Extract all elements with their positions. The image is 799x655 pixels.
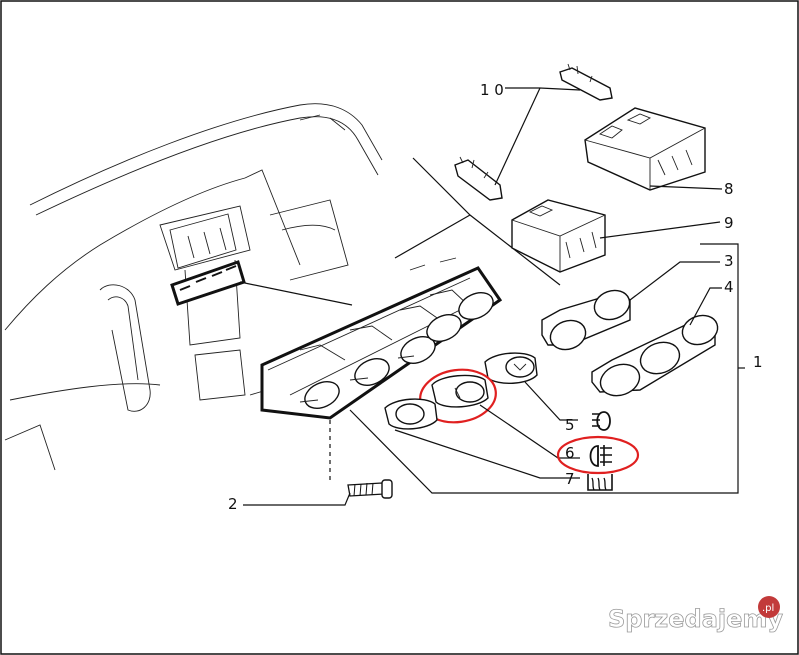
- button-part-7: [384, 398, 438, 430]
- callout-5: 5: [565, 416, 575, 434]
- button-part-5: [484, 352, 538, 384]
- callout-4: 4: [724, 278, 734, 296]
- highlight-symbol-6: [556, 435, 640, 475]
- rear-window-defroster-icon: [587, 474, 613, 491]
- callout-7-leader: [394, 429, 580, 479]
- terminal-part-10-lower: [454, 156, 503, 201]
- bracket-line-right: [700, 243, 739, 368]
- callout-10: 1 0: [480, 81, 504, 99]
- callout-2-leader: [243, 492, 351, 506]
- watermark-badge: [758, 596, 780, 618]
- bracket-line-bottom: [349, 368, 739, 494]
- watermark-text: Sprzedajemy: [608, 605, 783, 633]
- callout-8: 8: [724, 180, 734, 198]
- switch-bar-part-3: [541, 289, 631, 351]
- screw-part-2: [347, 479, 393, 499]
- callout-5-leader: [524, 381, 578, 421]
- rear-fog-lamp-icon: [589, 445, 612, 467]
- callout-10-leader-bottom: [494, 87, 541, 186]
- terminal-part-10-upper: [559, 63, 613, 101]
- callout-8-leader: [649, 185, 723, 190]
- callout-2: 2: [228, 495, 238, 513]
- callout-3-leader: [629, 261, 720, 301]
- callout-1: 1: [753, 353, 763, 371]
- button-part-6: [431, 374, 489, 408]
- callout-9: 9: [724, 214, 734, 232]
- watermark: Sprzedajemy .pl: [608, 596, 784, 633]
- main-switch-panel: [260, 257, 503, 420]
- front-fog-lamp-icon: [592, 411, 611, 431]
- connector-part-8: [584, 107, 706, 191]
- dashboard-outline: [4, 103, 383, 471]
- callout-4-leader: [689, 287, 722, 326]
- switch-panel-in-dashboard: [169, 213, 246, 306]
- switch-bar-part-4: [591, 314, 719, 397]
- callout-7: 7: [565, 470, 575, 488]
- callout-9-leader: [599, 221, 721, 239]
- panel-leader-line: [239, 281, 353, 306]
- callout-6: 6: [565, 444, 575, 462]
- connector-part-9: [511, 199, 606, 273]
- watermark-badge-text: .pl: [762, 603, 774, 614]
- callout-3: 3: [724, 252, 734, 270]
- bracket-line-left: [394, 214, 471, 259]
